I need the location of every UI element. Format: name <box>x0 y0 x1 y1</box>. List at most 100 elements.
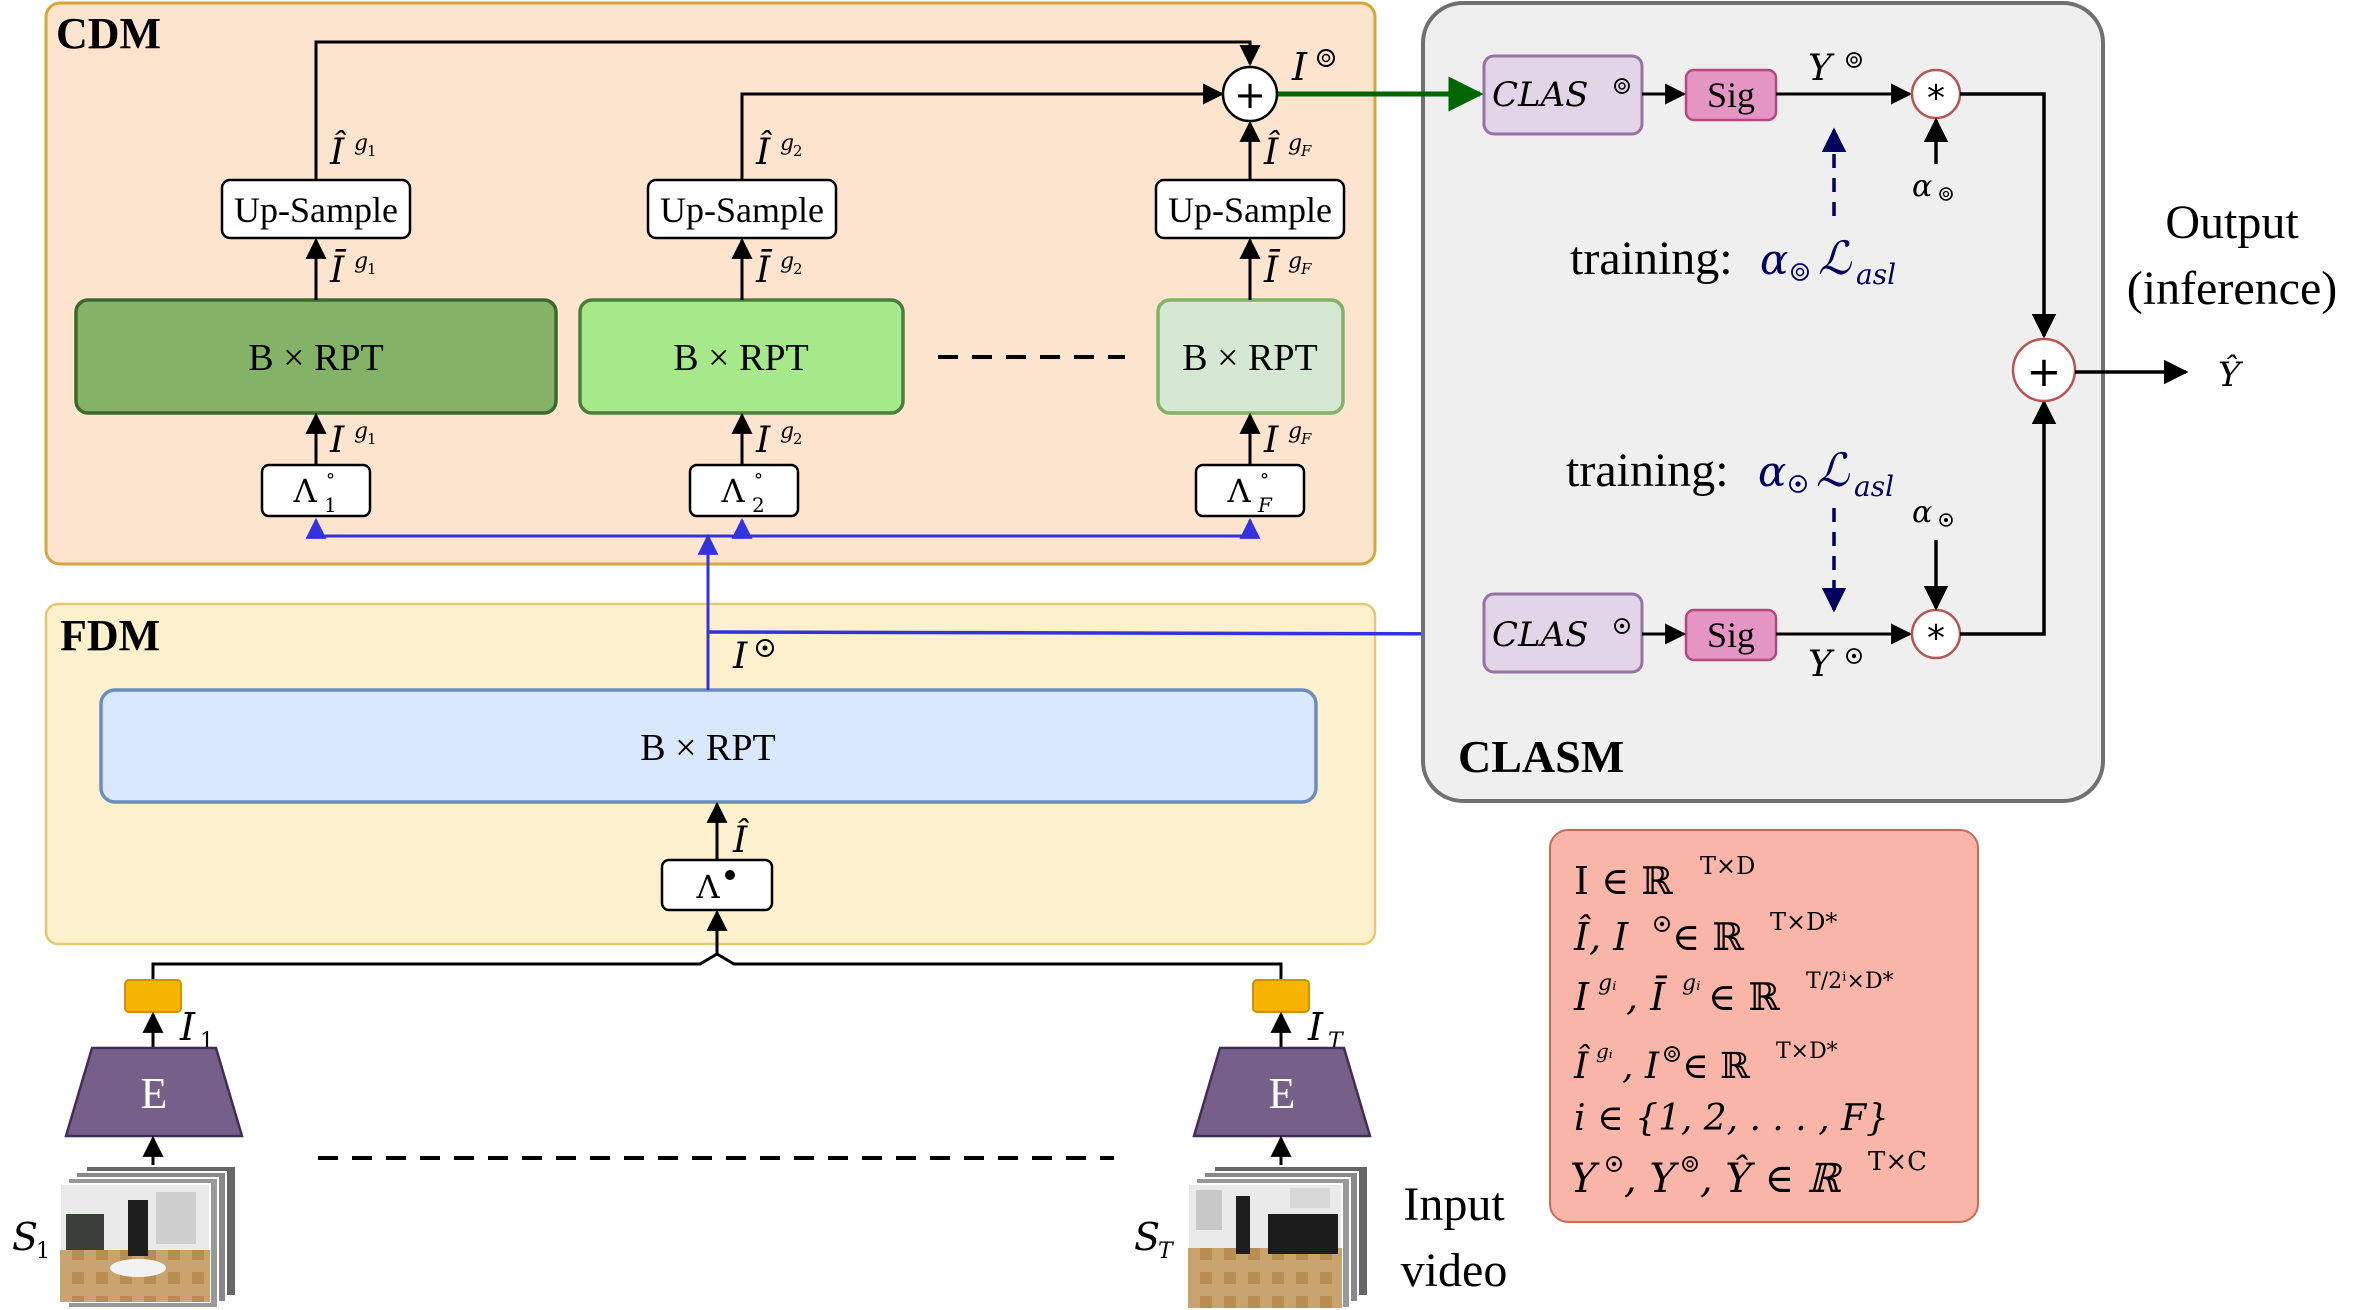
clas-ring-symbol-outer <box>1614 78 1630 94</box>
mult-bottom-symbol: * <box>1927 618 1945 659</box>
clasm-title: CLASM <box>1458 731 1624 782</box>
svg-text:training:: training: <box>1566 444 1729 497</box>
label-I-dot: I <box>732 636 748 677</box>
svg-text:I: I <box>1263 420 1279 461</box>
label-Ihat-g1: Î g 1 <box>329 131 377 173</box>
svg-text:g: g <box>1288 131 1302 156</box>
svg-text:Î: Î <box>1263 131 1281 173</box>
lambda-ring-F: ° <box>1260 470 1269 491</box>
svg-text:1: 1 <box>367 430 377 448</box>
output-label-y-hat: Ŷ <box>2218 354 2244 395</box>
fdm-lambda-bullet <box>725 870 735 880</box>
cdm-sum-node <box>1221 65 1279 123</box>
encoder-right-label: E <box>1269 1069 1296 1118</box>
cdm-rpt-label-F: B × RPT <box>1182 337 1317 379</box>
fdm-title: FDM <box>60 611 160 660</box>
clas-ring-label: CLAS <box>1492 75 1588 115</box>
dot-symbol-Y-ring <box>1846 648 1862 664</box>
label-IT: I T <box>1307 1005 1345 1054</box>
label-I-g2: I g 2 <box>755 419 803 461</box>
svg-text:g: g <box>354 419 368 444</box>
svg-text:I: I <box>329 420 345 461</box>
legend-line-4: Î gᵢ , I ∈ ℝ T×D* <box>1573 1039 1838 1087</box>
svg-text:Y: Y <box>1570 1156 1600 1202</box>
cdm-rpt-label-2: B × RPT <box>673 337 808 379</box>
label-I-ring: I <box>1291 45 1308 89</box>
svg-text:, I: , I <box>1622 1046 1660 1087</box>
arrow-top-mult-to-sum <box>1960 92 2057 339</box>
ring-symbol-I-inner <box>1321 53 1331 63</box>
svg-text:2: 2 <box>793 142 803 160</box>
svg-text:2: 2 <box>793 260 803 278</box>
dimension-legend: I ∈ ℝ T×D Î, I ∈ ℝ T×D* I gᵢ , Ī gᵢ ∈ ℝ … <box>1549 829 1979 1223</box>
encoder-left-label: E <box>141 1069 168 1118</box>
svg-text:S: S <box>12 1215 38 1259</box>
feature-chip-right <box>1252 979 1310 1013</box>
legend-line-2: Î, I ∈ ℝ T×D* <box>1573 908 1837 959</box>
upsample-label-1: Up-Sample <box>234 190 398 230</box>
label-ST: S T <box>1134 1215 1175 1264</box>
label-Ibar-gF: Ī g F <box>1263 249 1312 291</box>
svg-text:Î, I: Î, I <box>1573 915 1629 959</box>
clas-dot-symbol-center <box>1619 623 1625 629</box>
svg-text:I: I <box>1307 1005 1324 1049</box>
svg-text:I: I <box>755 420 771 461</box>
svg-text:gᵢ: gᵢ <box>1596 1039 1613 1063</box>
video-frames-right <box>1187 1165 1369 1309</box>
svg-text:1: 1 <box>36 1239 50 1264</box>
label-I-g1: I g 1 <box>329 419 377 461</box>
svg-text:g: g <box>1288 419 1302 444</box>
svg-text:∈ ℝ: ∈ ℝ <box>1672 915 1744 959</box>
svg-text:g: g <box>354 249 368 274</box>
lambda-sub-2: 2 <box>752 493 765 517</box>
svg-text:2: 2 <box>793 430 803 448</box>
label-I-gF: I g F <box>1263 419 1312 461</box>
legend-line-6: Y , Y , Ŷ ∈ ℝ T×C <box>1570 1147 1927 1202</box>
cdm-panel <box>44 1 1377 566</box>
fdm-lambda-label: Λ <box>695 868 720 906</box>
label-S1: S 1 <box>12 1215 50 1264</box>
svg-text:ℒ: ℒ <box>1818 231 1852 285</box>
svg-text:g: g <box>780 249 794 274</box>
feature-chip-left <box>124 979 182 1013</box>
svg-text:g: g <box>780 131 794 156</box>
output-title-line2: (inference) <box>2127 262 2338 315</box>
sig-bottom-label: Sig <box>1707 615 1755 655</box>
svg-text:α: α <box>1760 235 1788 284</box>
svg-text:Ī: Ī <box>1263 250 1281 291</box>
ring-symbol-Y-inner <box>1850 56 1858 64</box>
svg-text:Ī: Ī <box>329 250 347 291</box>
output-section: + Ŷ Output (inference) <box>2011 196 2338 403</box>
arrow-bottom-mult-to-sum <box>1960 399 2057 636</box>
output-title-line1: Output <box>2165 196 2299 249</box>
lambda-ring-2: ° <box>754 470 763 491</box>
training-loss-top: training: α ℒ asl <box>1570 231 1896 291</box>
svg-text:T: T <box>1158 1239 1175 1264</box>
svg-text:i ∈ {1, 2, . . . , F}: i ∈ {1, 2, . . . , F} <box>1574 1098 1889 1139</box>
svg-text:∈ ℝ: ∈ ℝ <box>1708 975 1780 1019</box>
svg-text:gᵢ: gᵢ <box>1682 971 1701 996</box>
svg-text:I ∈ ℝ: I ∈ ℝ <box>1574 859 1673 903</box>
upsample-label-F: Up-Sample <box>1168 190 1332 230</box>
label-Ihat-gF: Î g F <box>1263 131 1312 173</box>
label-Ibar-g1: Ī g 1 <box>329 249 377 291</box>
dot-symbol-I-center <box>762 645 768 651</box>
svg-text:Ī: Ī <box>755 250 773 291</box>
ring-symbol-Y-outer <box>1846 52 1862 68</box>
lambda-box-2 <box>688 463 800 518</box>
svg-text:α: α <box>1912 495 1932 530</box>
svg-text:I: I <box>179 1005 196 1049</box>
encoder-right <box>1192 1046 1372 1138</box>
arrow-up1-sum <box>314 40 1261 180</box>
lambda-label-2: Λ <box>720 472 745 510</box>
svg-text:α: α <box>1758 447 1786 496</box>
upsample-label-2: Up-Sample <box>660 190 824 230</box>
clas-dot-label: CLAS <box>1492 615 1588 655</box>
mult-top-symbol: * <box>1927 78 1945 119</box>
svg-text:T×D: T×D <box>1700 852 1755 880</box>
svg-text:∈ ℝ: ∈ ℝ <box>1682 1046 1751 1087</box>
label-Y-ring: Y <box>1808 48 1835 89</box>
lambda-sub-F: F <box>1257 493 1273 517</box>
label-I1: I 1 <box>179 1005 214 1054</box>
